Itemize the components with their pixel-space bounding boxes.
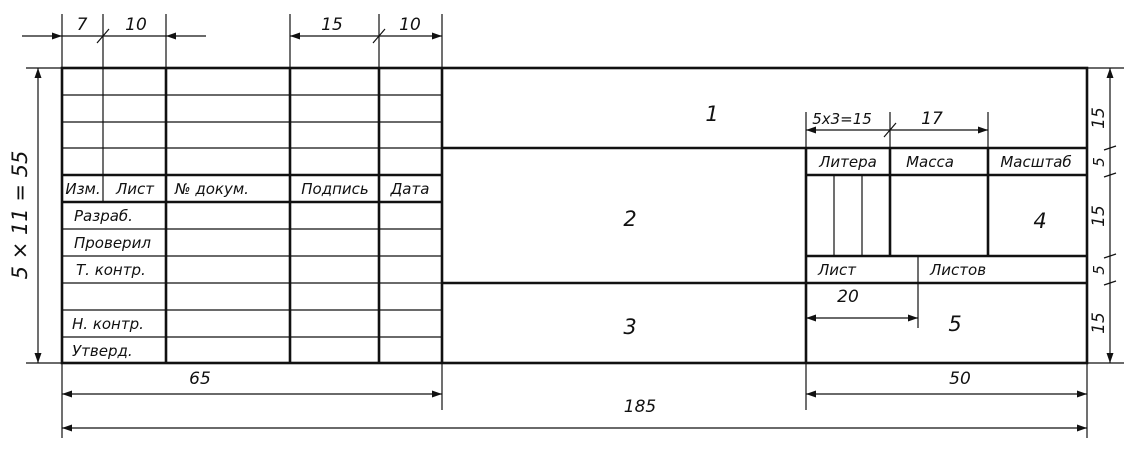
zone-4-label: 4 — [1033, 209, 1046, 233]
dim-10b: 10 — [399, 15, 421, 35]
dim-50: 50 — [949, 369, 971, 389]
col-header-podpis: Подпись — [301, 180, 368, 198]
header-masshtab: Масштаб — [1000, 153, 1071, 171]
dim-r15a: 15 — [1089, 107, 1109, 129]
dim-r5a: 5 — [1090, 157, 1108, 167]
col-header-list: Лист — [115, 180, 155, 198]
dim-r15b: 15 — [1089, 205, 1109, 227]
row-label-razrab: Разраб. — [74, 207, 133, 225]
header-listov: Листов — [929, 261, 986, 279]
dim-185: 185 — [624, 397, 656, 417]
dim-65: 65 — [189, 369, 211, 389]
left-signature-block — [62, 68, 444, 363]
col-header-data: Дата — [390, 180, 430, 198]
dim-10a: 10 — [125, 15, 147, 35]
header-litera: Литера — [818, 153, 877, 171]
top-dimensions — [22, 14, 989, 328]
zone-5-label: 5 — [948, 312, 961, 336]
row-label-tkontr: Т. контр. — [76, 261, 146, 279]
zone-3-label: 3 — [623, 315, 636, 339]
left-dimension — [26, 67, 62, 364]
right-info-block — [806, 148, 1087, 283]
dim-5x3: 5x3=15 — [812, 110, 872, 128]
row-label-utverd: Утверд. — [72, 342, 133, 360]
header-massa: Масса — [906, 153, 954, 171]
outer-frame — [60, 66, 1089, 365]
col-header-dokum: № докум. — [174, 180, 249, 198]
zone-1-label: 1 — [705, 102, 718, 126]
dim-55: 5 × 11 = 55 — [8, 151, 32, 280]
col-header-izm: Изм. — [65, 180, 100, 198]
right-dimensions — [1087, 67, 1124, 364]
bottom-dimensions — [61, 363, 1088, 438]
row-label-nkontr: Н. контр. — [72, 315, 144, 333]
dim-17: 17 — [921, 109, 943, 129]
zone-2-label: 2 — [623, 207, 636, 231]
dim-15: 15 — [321, 15, 343, 35]
dim-r15c: 15 — [1089, 312, 1109, 334]
dim-7: 7 — [77, 15, 88, 35]
header-list: Лист — [817, 261, 857, 279]
dim-r5b: 5 — [1090, 265, 1108, 275]
dim-20: 20 — [837, 287, 859, 307]
row-label-proveril: Проверил — [74, 234, 151, 252]
